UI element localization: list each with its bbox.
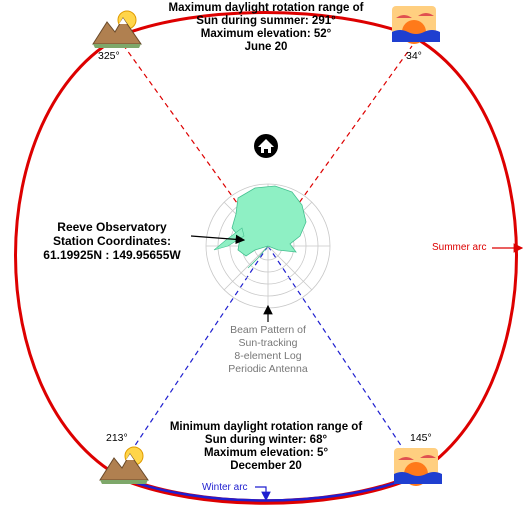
station-line1: Reeve Observatory: [57, 220, 167, 234]
sunset-mountain-icon: [92, 10, 142, 48]
antenna-line4: Periodic Antenna: [228, 363, 308, 375]
station-info: Reeve Observatory Station Coordinates: 6…: [28, 220, 196, 262]
antenna-line1: Beam Pattern of: [230, 324, 306, 336]
sunrise-sea-icon: [392, 6, 440, 44]
station-line2: Station Coordinates:: [52, 234, 171, 248]
winter-arc-label: Winter arc: [202, 482, 248, 493]
winter-sunset-line: [123, 245, 269, 463]
bearing-summer-sunrise: 34°: [406, 50, 422, 62]
bearing-summer-sunset: 325°: [98, 50, 120, 62]
sunset-mountain-icon: [99, 446, 149, 484]
bearing-winter-sunset: 213°: [106, 432, 128, 444]
station-line3: 61.19925N : 149.95655W: [43, 248, 181, 262]
summer-info-line4: June 20: [244, 41, 288, 53]
winter-sunrise-line: [267, 245, 413, 463]
summer-info-line3: Maximum elevation: 52°: [200, 28, 332, 40]
summer-info-line2: Sun during summer: 291°: [196, 15, 336, 27]
antenna-line2: Sun-tracking: [238, 337, 298, 349]
summer-arc-label: Summer arc: [432, 242, 487, 253]
summer-arc: [14, 11, 518, 480]
winter-info: Minimum daylight rotation range of Sun d…: [150, 421, 382, 473]
home-icon: [254, 134, 278, 158]
winter-arc-pointer: [255, 486, 271, 502]
beam-pattern: [231, 185, 307, 257]
winter-info-line4: December 20: [230, 460, 302, 472]
bearing-winter-sunrise: 145°: [410, 432, 432, 444]
winter-info-line3: Maximum elevation: 5°: [203, 447, 329, 459]
station-pointer: [190, 234, 246, 245]
antenna-info: Beam Pattern of Sun-tracking 8-element L…: [210, 324, 326, 376]
winter-info-line2: Sun during winter: 68°: [204, 434, 328, 446]
antenna-line3: 8-element Log: [234, 350, 302, 362]
winter-info-line1: Minimum daylight rotation range of: [169, 421, 363, 433]
summer-info: Maximum daylight rotation range of Sun d…: [150, 2, 382, 54]
sunrise-sea-icon: [394, 448, 442, 486]
summer-info-line1: Maximum daylight rotation range of: [168, 2, 364, 14]
